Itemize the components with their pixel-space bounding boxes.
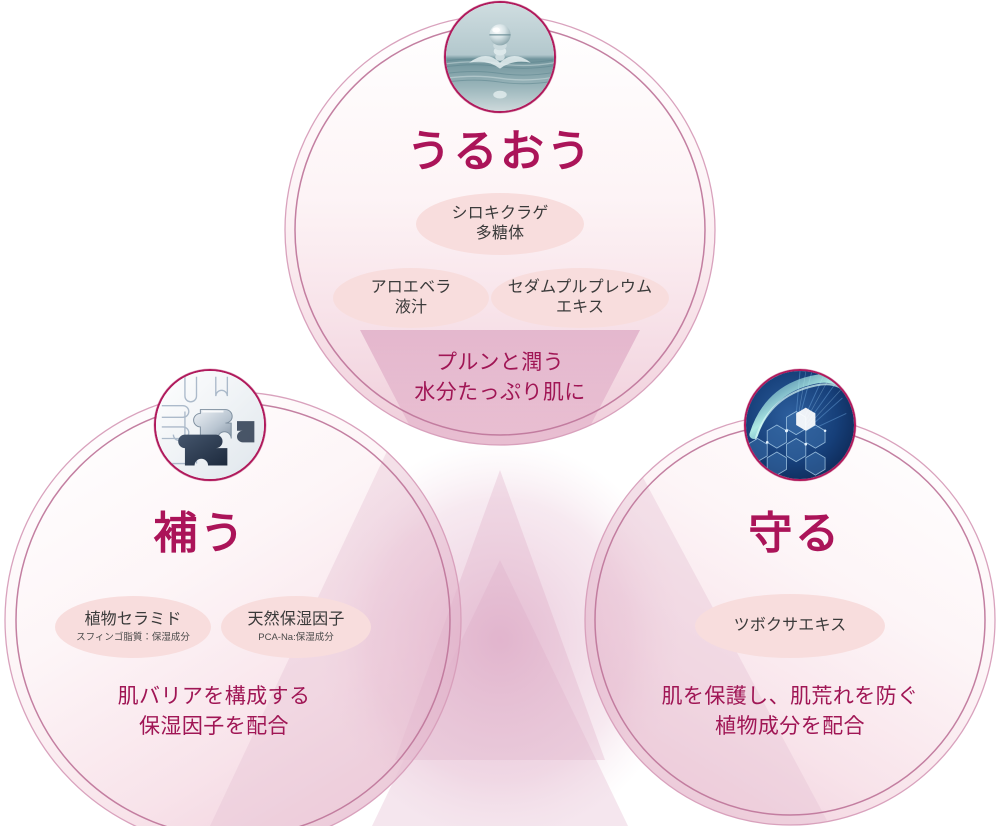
- ingredient-subnote: PCA-Na:保湿成分: [258, 632, 334, 644]
- ingredient-pill-nmf: 天然保湿因子 PCA-Na:保湿成分: [221, 596, 371, 658]
- circle-description-moisturize: プルンと潤う 水分たっぷり肌に: [414, 351, 586, 405]
- ingredient-pill-centella: ツボクサエキス: [695, 594, 885, 658]
- center-convergence-wedges: [210, 330, 830, 826]
- ingredient-name: シロキクラゲ 多糖体: [451, 205, 549, 242]
- ingredient-subnote: スフィンゴ脂質：保湿成分: [76, 632, 190, 644]
- ingredient-name: ツボクサエキス: [733, 617, 847, 634]
- circle-title-moisturize: うるおう: [406, 127, 594, 176]
- circle-description-protect: 肌を保護し、肌荒れを防ぐ 植物成分を配合: [661, 685, 919, 739]
- puzzle-pieces-icon: [154, 369, 266, 481]
- ingredient-pill-sedum: セダムプルプレウム エキス: [491, 268, 669, 328]
- circle-title-protect: 守る: [748, 509, 842, 558]
- ingredient-pill-shirokikurage: シロキクラゲ 多糖体: [416, 193, 584, 255]
- circle-description-replenish: 肌バリアを構成する 保湿因子を配合: [117, 685, 311, 739]
- ingredient-name: セダムプルプレウム エキス: [507, 279, 653, 316]
- honeycomb-shield-icon: [744, 369, 856, 481]
- ingredient-name: 天然保湿因子: [247, 611, 345, 629]
- ingredient-pill-aloevera: アロエベラ 液汁: [333, 268, 489, 328]
- ingredient-name: 植物セラミド: [84, 611, 182, 629]
- ingredient-name: アロエベラ 液汁: [370, 279, 452, 316]
- water-droplet-icon: [444, 1, 556, 113]
- ingredient-pill-plant-ceramide: 植物セラミド スフィンゴ脂質：保湿成分: [55, 596, 211, 658]
- circle-title-replenish: 補う: [153, 509, 247, 558]
